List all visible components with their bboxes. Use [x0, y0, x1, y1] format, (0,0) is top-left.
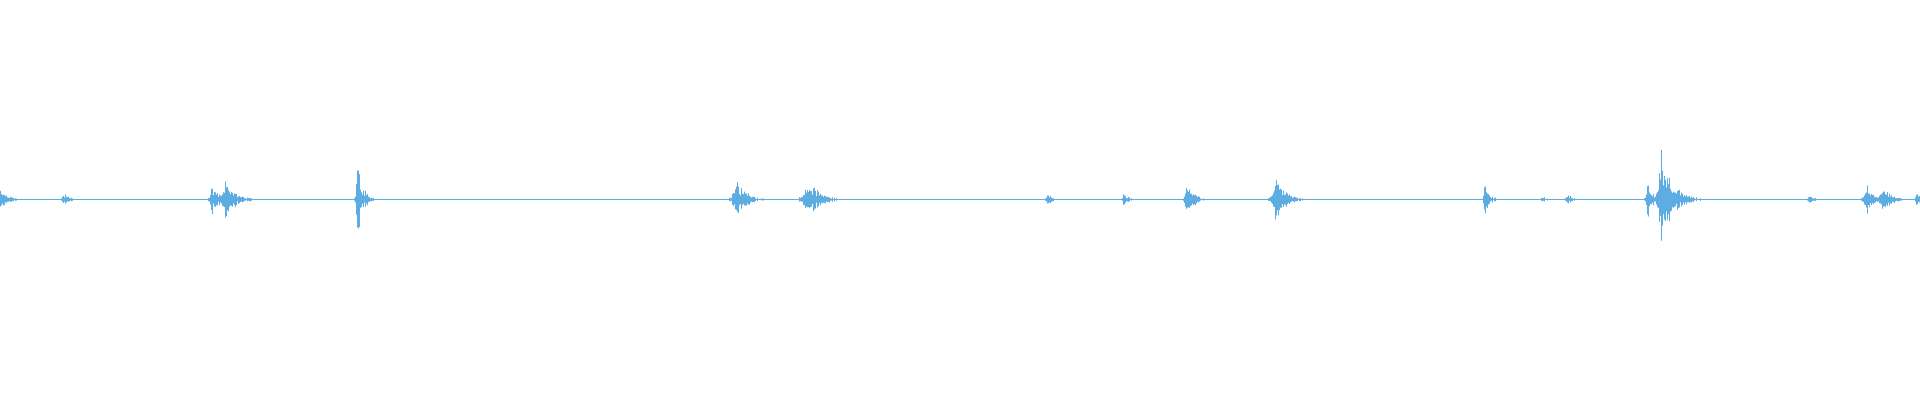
waveform-samples [0, 149, 1920, 241]
